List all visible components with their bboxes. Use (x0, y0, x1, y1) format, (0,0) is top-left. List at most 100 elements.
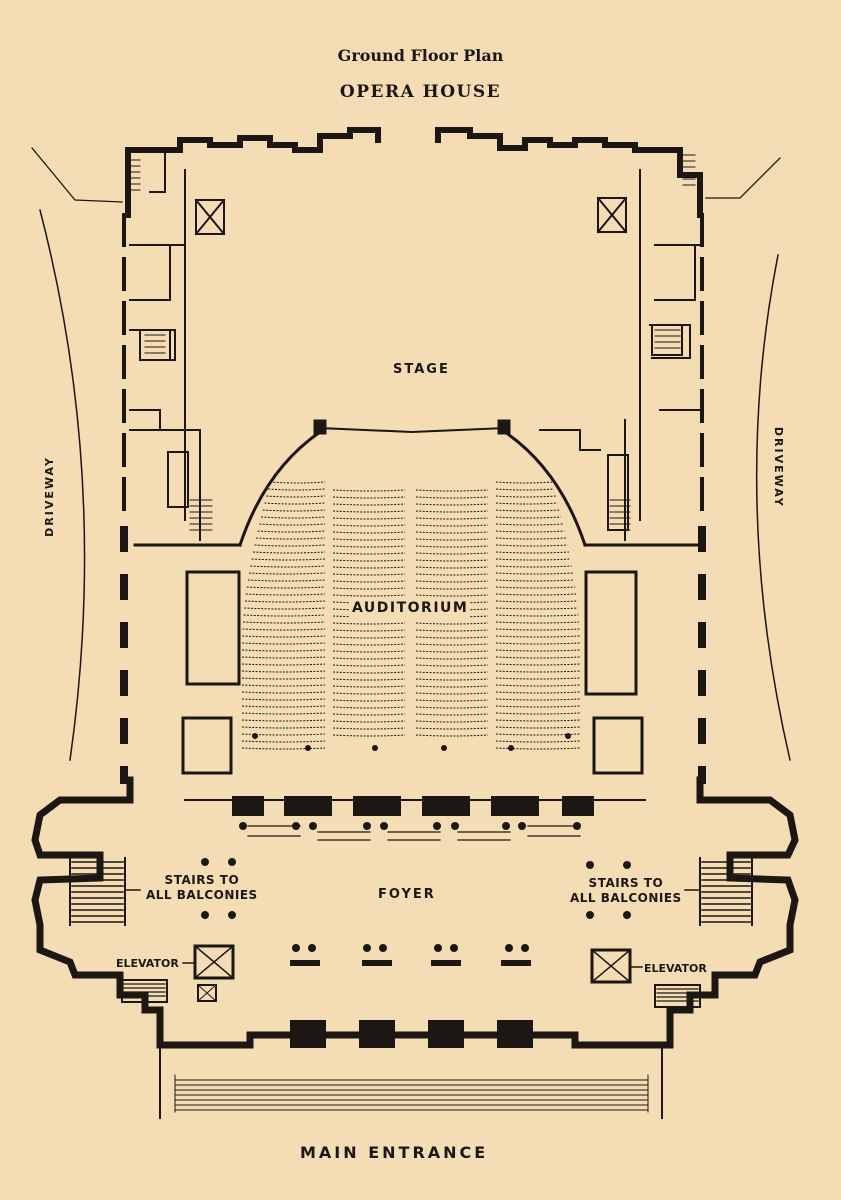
seat-row (241, 691, 326, 694)
seat-row (495, 523, 563, 526)
seat-row (415, 566, 489, 569)
seat-row (266, 495, 326, 498)
seat-row (332, 510, 406, 513)
auditorium-right-curve (502, 429, 587, 547)
seat-row (332, 727, 406, 730)
building-name: OPERA HOUSE (339, 82, 502, 102)
seat-row (495, 677, 581, 680)
seat-row (242, 642, 326, 645)
seat-row (495, 495, 556, 498)
seat-row (495, 747, 581, 750)
seat-row (332, 692, 406, 695)
right-grand-stairs (684, 857, 753, 926)
door-posts (239, 822, 581, 830)
seat-row (495, 600, 578, 603)
seat-row (415, 727, 489, 730)
seat-row (495, 635, 580, 638)
seat-row (495, 656, 581, 659)
entrance-side-stairs (121, 979, 701, 1008)
proscenium-pier-left (313, 419, 327, 435)
stage-label: STAGE (393, 362, 450, 377)
seat-row (495, 544, 568, 547)
seat-row (332, 524, 406, 527)
seat-row (247, 579, 326, 582)
seat-row (495, 502, 558, 505)
seat-row (415, 594, 489, 597)
auditorium-left-curve (238, 429, 323, 547)
seat-row (241, 698, 326, 701)
seat-row (246, 586, 326, 589)
seat-row (332, 517, 406, 520)
seat-row (415, 713, 489, 716)
seat-row (241, 684, 326, 687)
seat-row (252, 551, 326, 554)
seat-row (495, 481, 553, 484)
seat-row (415, 692, 489, 695)
seat-row (332, 671, 406, 674)
seat-row (241, 649, 326, 652)
stage-top-wall-left (125, 127, 381, 218)
seat-row (415, 734, 489, 737)
seat-row (332, 552, 406, 555)
seat-row (242, 621, 326, 624)
seat-row (495, 551, 570, 554)
seat-row (251, 558, 326, 561)
auditorium-doors (247, 825, 581, 841)
seat-row (332, 573, 406, 576)
auditorium-seating (241, 481, 581, 750)
seat-row (250, 565, 326, 568)
seat-row (241, 726, 326, 729)
seat-row (256, 537, 326, 540)
seat-row (415, 650, 489, 653)
seat-row (415, 580, 489, 583)
seat-row (243, 614, 326, 617)
proscenium-line (318, 426, 507, 434)
seat-row (254, 544, 326, 547)
seat-row (495, 698, 581, 701)
seat-row (332, 545, 406, 548)
elevator-left-label: ELEVATOR (116, 957, 179, 970)
seat-row (241, 747, 326, 750)
seat-row (415, 706, 489, 709)
seat-row (495, 733, 581, 736)
foyer-south-wall (156, 1031, 674, 1049)
seat-row (332, 734, 406, 737)
seat-row (264, 502, 326, 505)
seat-row (262, 509, 326, 512)
seat-row (269, 481, 326, 484)
seat-row (259, 523, 326, 526)
seat-row (495, 621, 580, 624)
seat-row (332, 664, 406, 667)
seat-row (332, 496, 406, 499)
seat-row (495, 516, 561, 519)
seat-row (495, 537, 566, 540)
seat-row (241, 733, 326, 736)
seat-row (268, 488, 326, 491)
seat-row (495, 663, 581, 666)
seat-row (415, 685, 489, 688)
seat-row (495, 684, 581, 687)
seat-row (332, 594, 406, 597)
right-side-room (584, 570, 638, 696)
seat-row (415, 587, 489, 590)
seat-row (415, 643, 489, 646)
seat-row (415, 636, 489, 639)
seat-row (257, 530, 326, 533)
seat-row (415, 517, 489, 520)
seat-row (241, 712, 326, 715)
foyer-east-wall (666, 776, 799, 1049)
driveway-left-label: DRIVEWAY (43, 456, 57, 537)
seat-row (332, 489, 406, 492)
seat-row (332, 629, 406, 632)
seat-row (495, 586, 576, 589)
seat-row (495, 572, 574, 575)
driveway-left-curve (39, 209, 86, 761)
elevator-right (590, 948, 632, 984)
seat-row (332, 503, 406, 506)
seat-row (241, 663, 326, 666)
seat-row (332, 720, 406, 723)
seat-row (332, 706, 406, 709)
seat-row (495, 558, 571, 561)
rail-post (252, 733, 258, 739)
